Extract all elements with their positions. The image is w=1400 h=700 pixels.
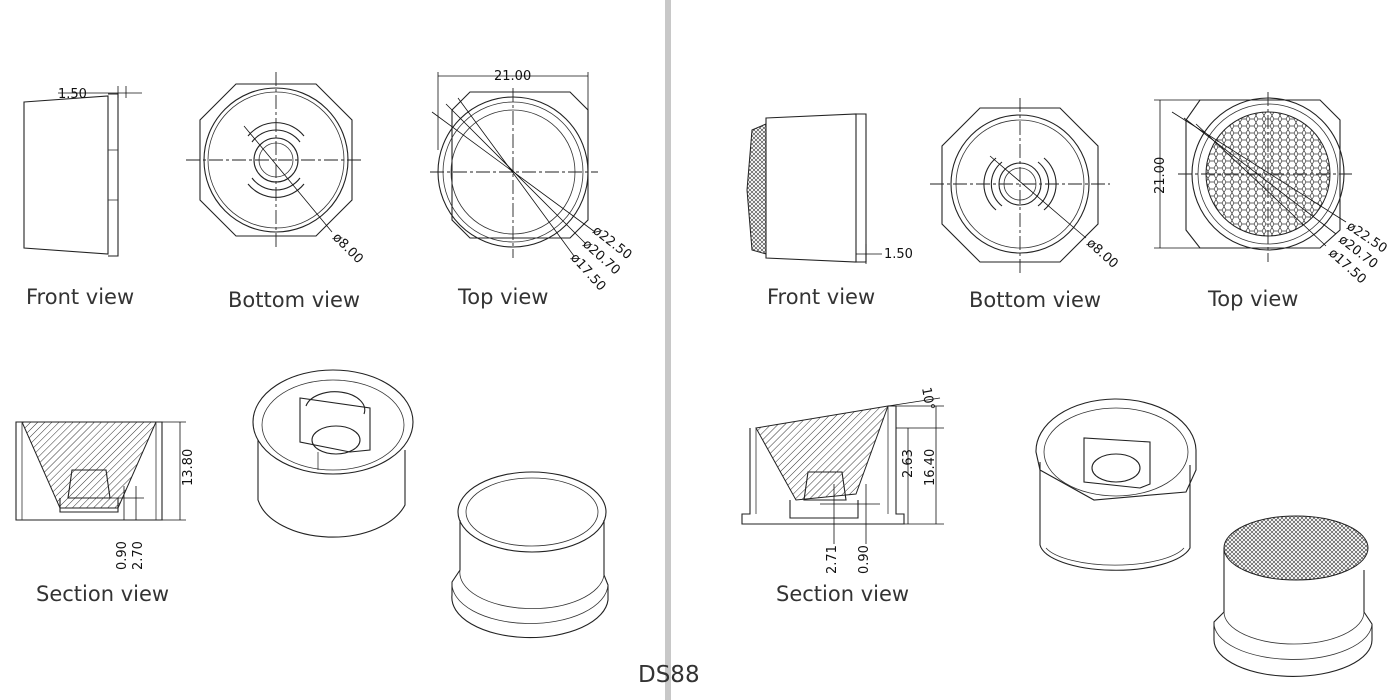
caption-front-view: Front view: [26, 285, 134, 309]
dim-bottom-bore-r: ø8.00: [1083, 236, 1120, 272]
dim-section-d2-r: 0.90: [857, 545, 872, 574]
caption-bottom-view-r: Bottom view: [969, 288, 1101, 312]
right-iso-view-1: [1035, 398, 1197, 571]
right-section-view: 10° 2.63 16.40 2.71 0.90: [741, 386, 944, 574]
caption-front-view-r: Front view: [767, 285, 875, 309]
caption-top-view: Top view: [457, 285, 548, 309]
caption-section-view: Section view: [36, 582, 169, 606]
left-front-view: 1.50: [23, 86, 142, 257]
dim-top-height-r: 21.00: [1153, 157, 1168, 194]
left-top-view: 21.00 ø22.50 ø20.70 ø17.50: [430, 69, 634, 294]
dim-bottom-bore: ø8.00: [329, 230, 366, 267]
right-iso-view-2: [1213, 515, 1373, 678]
dim-section-d1: 0.90: [115, 541, 130, 570]
dim-section-height: 13.80: [181, 449, 196, 486]
dim-front-thickness-r: 1.50: [884, 247, 913, 262]
right-bottom-view: ø8.00: [930, 98, 1121, 274]
right-top-view: 21.00 ø22.50 ø20.70 ø17.50: [1153, 92, 1390, 287]
caption-top-view-r: Top view: [1207, 287, 1298, 311]
left-bottom-view: ø8.00: [186, 72, 366, 267]
dim-front-thickness: 1.50: [58, 87, 87, 102]
caption-bottom-view: Bottom view: [228, 288, 360, 312]
left-iso-view-1: [252, 369, 414, 538]
left-iso-view-2: [451, 471, 609, 639]
dim-section-angle-r: 10°: [918, 386, 937, 411]
dim-section-h2-r: 16.40: [923, 449, 938, 486]
left-section-view: 13.80 0.90 2.70: [15, 421, 196, 570]
dim-section-d2: 2.70: [131, 541, 146, 570]
center-divider: [665, 0, 671, 700]
dim-section-h1-r: 2.63: [901, 449, 916, 478]
right-front-view: 1.50: [746, 113, 913, 264]
dim-top-width: 21.00: [494, 69, 531, 84]
caption-section-view-r: Section view: [776, 582, 909, 606]
dim-section-d1-r: 2.71: [825, 545, 840, 574]
model-label: DS88: [638, 662, 700, 688]
